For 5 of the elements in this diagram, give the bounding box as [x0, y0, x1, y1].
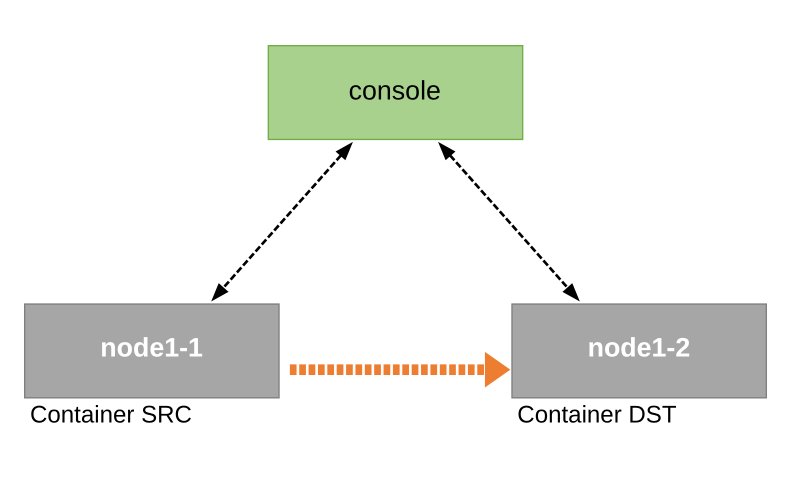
node-label: Container DST [517, 400, 677, 428]
arrow [211, 141, 353, 302]
arrow [290, 351, 510, 387]
arrow [438, 141, 580, 302]
node-label: Container SRC [30, 400, 192, 428]
